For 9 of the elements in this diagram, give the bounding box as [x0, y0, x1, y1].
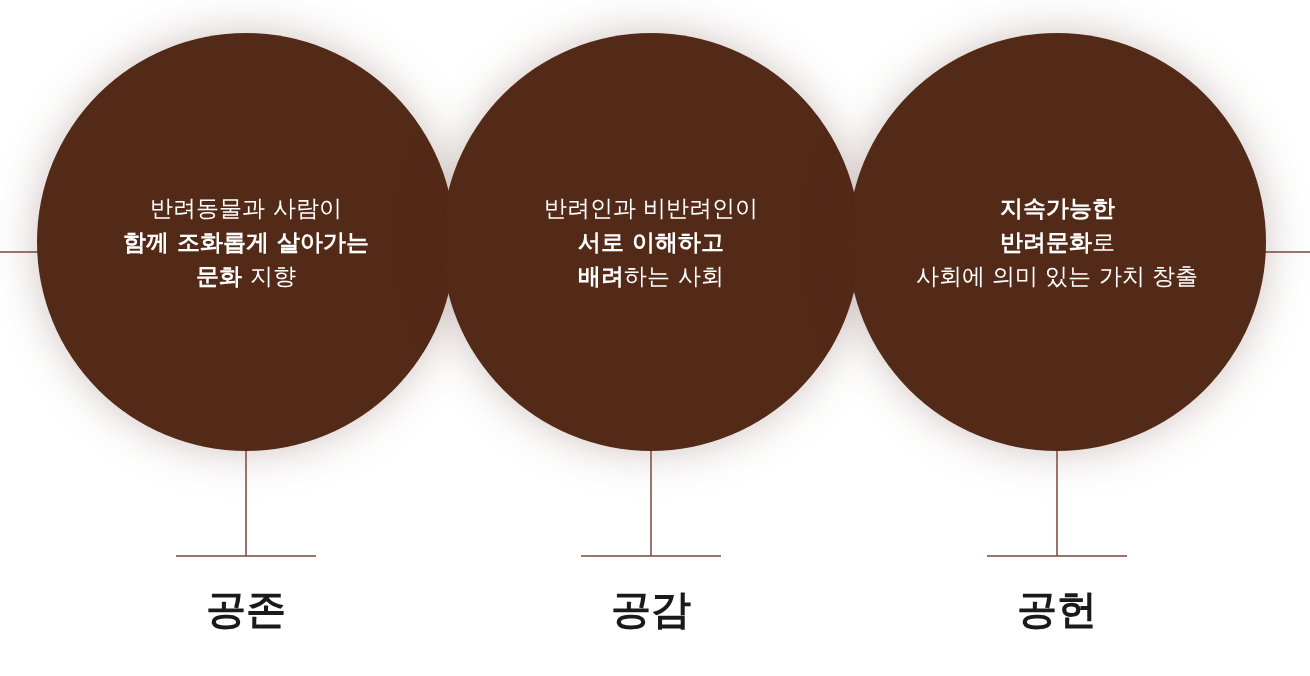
label-text: 공존	[205, 585, 287, 634]
label-text: 공감	[610, 585, 692, 634]
connector-line	[986, 450, 1128, 557]
circle-text: 지속가능한 반려문화로 사회에 의미 있는 가치 창출	[914, 194, 1200, 291]
circle-text: 반려인과 비반려인이 서로 이해하고 배려하는 사회	[542, 194, 760, 291]
connector-line	[175, 450, 317, 557]
label-text: 공헌	[1016, 585, 1098, 634]
connector-line	[580, 450, 722, 557]
circle-text: 반려동물과 사람이 함께 조화롭게 살아가는 문화 지향	[122, 194, 370, 291]
